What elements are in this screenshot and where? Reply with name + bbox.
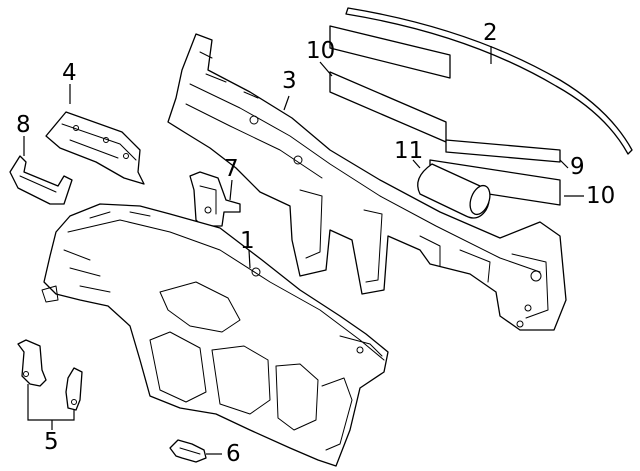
insulator-pad-upper-part[interactable]	[329, 25, 451, 79]
callout-2: 2	[483, 20, 498, 46]
callout-5: 5	[44, 429, 59, 455]
small-clip-part[interactable]	[169, 439, 207, 463]
insulator-pad-9-part[interactable]	[445, 139, 561, 163]
cross-car-beam-part[interactable]	[167, 33, 567, 331]
center-bracket-part[interactable]	[189, 171, 241, 227]
side-bracket-right-part[interactable]	[65, 367, 83, 411]
end-bracket-part[interactable]	[9, 155, 73, 205]
callout-10-upper: 10	[306, 38, 336, 64]
callout-8: 8	[16, 112, 31, 138]
knee-airbag-cylinder-part[interactable]	[417, 163, 494, 219]
callout-4: 4	[62, 60, 77, 86]
leader-lines	[23, 46, 584, 455]
callout-11: 11	[394, 138, 424, 164]
defroster-strip-part[interactable]	[345, 7, 633, 155]
callout-3: 3	[282, 68, 297, 94]
callout-1: 1	[240, 228, 255, 254]
instrument-panel-assembly-part[interactable]	[41, 203, 389, 467]
glove-box-bracket-part[interactable]	[45, 111, 145, 185]
side-bracket-left-part[interactable]	[17, 339, 47, 387]
insulator-pad-left-part[interactable]	[329, 71, 447, 143]
callout-10-right: 10	[586, 183, 616, 209]
callout-7: 7	[224, 156, 239, 182]
callout-6: 6	[226, 441, 241, 467]
callout-9: 9	[570, 154, 585, 180]
